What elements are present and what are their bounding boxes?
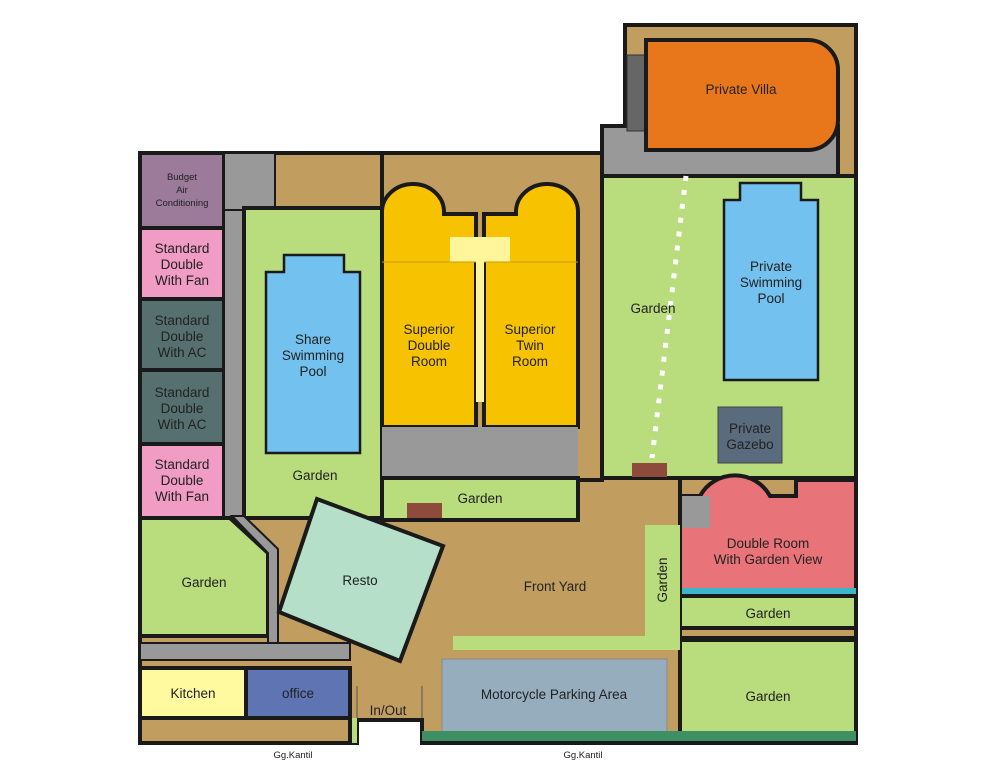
room-label: Double bbox=[161, 473, 204, 488]
private-gazebo bbox=[717, 406, 783, 464]
villa-garden-label: Garden bbox=[630, 301, 675, 316]
garden-view-room bbox=[678, 473, 858, 592]
room-label: Standard bbox=[155, 313, 210, 328]
stepping-stone-path bbox=[649, 175, 689, 459]
kitchen bbox=[138, 666, 248, 720]
room-label: Standard bbox=[155, 385, 210, 400]
superior-twin-label: Room bbox=[512, 354, 548, 369]
corridor-block bbox=[223, 152, 276, 211]
private-pool-label: Swimming bbox=[740, 275, 802, 290]
private-villa bbox=[644, 38, 840, 152]
superior-twin-room bbox=[482, 182, 580, 429]
room-label: With AC bbox=[158, 417, 207, 432]
room-label: With Fan bbox=[155, 273, 209, 288]
water-strip bbox=[682, 588, 856, 596]
front-yard-label: Front Yard bbox=[524, 579, 587, 594]
superior-path bbox=[382, 427, 578, 478]
garden-view-label: Double Room bbox=[727, 536, 810, 551]
share-pool-label: Share bbox=[295, 332, 331, 347]
parking-area bbox=[441, 658, 668, 734]
resto-label: Resto bbox=[342, 573, 377, 588]
parking-label: Motorcycle Parking Area bbox=[481, 687, 628, 702]
private-pool-label: Pool bbox=[757, 291, 784, 306]
bench bbox=[632, 463, 667, 477]
street-label: Gg.Kantil bbox=[273, 750, 312, 761]
room-label: Double bbox=[161, 257, 204, 272]
bottom-right-garden-label: Garden bbox=[745, 689, 790, 704]
room-label: With AC bbox=[158, 345, 207, 360]
private-pool bbox=[722, 181, 820, 382]
room-label: Double bbox=[161, 401, 204, 416]
walkway bbox=[476, 262, 484, 402]
share-garden-label: Garden bbox=[292, 468, 337, 483]
standard-fan-room bbox=[138, 226, 226, 301]
superior-twin-label: Twin bbox=[516, 338, 544, 353]
share-pool-label: Pool bbox=[299, 364, 326, 379]
private-pool-label: Private bbox=[750, 259, 792, 274]
share-pool bbox=[264, 253, 362, 455]
superior-double-room bbox=[380, 182, 478, 429]
left-garden-label: Garden bbox=[181, 575, 226, 590]
view-garden bbox=[678, 594, 858, 630]
private-villa-label: Private Villa bbox=[705, 82, 777, 97]
horizontal-corridor bbox=[139, 642, 351, 661]
superior-double-label: Superior bbox=[403, 322, 455, 337]
garden-view-label: With Garden View bbox=[714, 552, 823, 567]
terrace bbox=[450, 237, 510, 262]
gazebo-label: Private bbox=[729, 421, 771, 436]
bottom-left-strip bbox=[138, 716, 352, 745]
bottom-green-strip bbox=[422, 731, 856, 741]
bottom-right-garden bbox=[678, 638, 858, 735]
budget-label: Air bbox=[176, 185, 188, 196]
street-label: Gg.Kantil bbox=[563, 750, 602, 761]
superior-double-label: Double bbox=[408, 338, 451, 353]
office-label: office bbox=[282, 686, 314, 701]
budget-label: Budget bbox=[167, 172, 197, 183]
room-label: With Fan bbox=[155, 489, 209, 504]
entrance-label: In/Out bbox=[370, 703, 407, 718]
room-label: Standard bbox=[155, 241, 210, 256]
superior-twin-label: Superior bbox=[504, 322, 556, 337]
room-label: Double bbox=[161, 329, 204, 344]
superior-double-label: Room bbox=[411, 354, 447, 369]
room-label: Standard bbox=[155, 457, 210, 472]
green-edge bbox=[352, 718, 357, 743]
resto bbox=[276, 496, 446, 664]
view-garden-label: Garden bbox=[745, 606, 790, 621]
gazebo-label: Gazebo bbox=[726, 437, 773, 452]
bench bbox=[407, 503, 442, 518]
garden-strip-label: Garden bbox=[655, 557, 670, 602]
share-pool-label: Swimming bbox=[282, 348, 344, 363]
superior-garden-label: Garden bbox=[457, 491, 502, 506]
corner-path bbox=[682, 496, 710, 528]
stairs bbox=[626, 54, 647, 132]
garden-strip bbox=[453, 525, 680, 650]
kitchen-label: Kitchen bbox=[170, 686, 215, 701]
budget-label: Conditioning bbox=[156, 198, 209, 209]
